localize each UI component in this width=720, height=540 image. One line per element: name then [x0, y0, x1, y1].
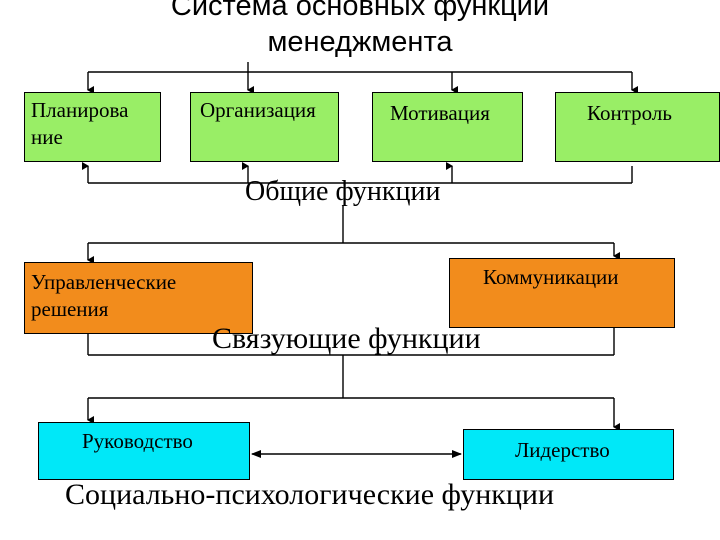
box-control: Контроль: [555, 92, 720, 162]
box-motivation-label: Мотивация: [390, 101, 490, 125]
diagram-title: Система основных функций менеджмента: [0, 0, 720, 60]
linking-functions-label: Связующие функции: [212, 322, 481, 355]
box-leadership-label: Лидерство: [515, 438, 610, 462]
box-management-decisions: Управленческие решения: [24, 262, 253, 334]
box-leadership-management: Руководство: [38, 422, 250, 480]
box-management-decisions-label: Управленческие решения: [31, 270, 177, 321]
box-control-label: Контроль: [587, 101, 672, 125]
title-line-1: Система основных функций: [170, 0, 550, 22]
box-leadership: Лидерство: [463, 429, 674, 480]
box-motivation: Мотивация: [372, 92, 523, 162]
general-functions-label: Общие функции: [245, 176, 441, 207]
social-functions-label: Социально-психологические функции: [65, 478, 555, 511]
box-organization-label: Организация: [200, 98, 316, 122]
box-planning: Планирова ние: [24, 92, 161, 162]
box-communications-label: Коммуникации: [483, 265, 619, 289]
box-communications: Коммуникации: [449, 258, 675, 328]
title-line-2: менеджмента: [267, 26, 453, 58]
box-organization: Организация: [190, 92, 339, 162]
box-leadership-management-label: Руководство: [82, 429, 193, 453]
box-planning-label: Планирова ние: [31, 98, 129, 149]
